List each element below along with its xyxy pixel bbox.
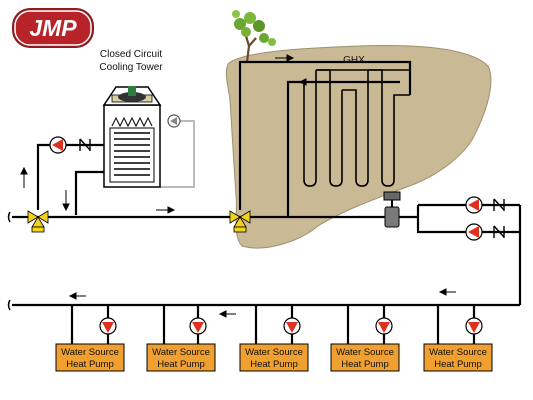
flow-arrows <box>20 54 456 318</box>
pipe-end-caps <box>7 211 11 311</box>
pipe-network <box>12 60 522 345</box>
main-check-valve-2-icon <box>493 225 505 238</box>
heat-pump-label-line2: Heat Pump <box>341 359 389 370</box>
arrow-left-icon <box>218 310 236 318</box>
main-check-valve-1-icon <box>493 198 505 211</box>
tree-icon <box>232 10 276 63</box>
heat-pump-unit: Water Source Heat Pump <box>330 317 400 372</box>
heat-pump-label-line1: Water Source <box>245 347 303 358</box>
cooling-tower-title-line2: Cooling Tower <box>99 62 163 73</box>
arrow-right-icon <box>275 54 295 62</box>
heat-pump-label-line2: Heat Pump <box>66 359 114 370</box>
heat-pump-label-line1: Water Source <box>61 347 119 358</box>
arrow-left-icon <box>68 292 86 300</box>
three-way-valve-right-icon <box>229 210 251 233</box>
arrow-right-icon <box>156 206 176 214</box>
tower-return-pipe <box>160 120 195 188</box>
ghx-label: GHX <box>343 55 365 66</box>
arrow-left-icon <box>438 288 456 296</box>
heat-pump-unit: Water Source Heat Pump <box>146 317 216 372</box>
arrow-left-icon <box>298 78 318 86</box>
arrow-up-icon <box>20 166 28 188</box>
heat-pump-unit: Water Source Heat Pump <box>423 317 493 372</box>
main-pump-2-icon <box>465 223 483 241</box>
logo-text: JMP <box>29 15 77 41</box>
spray-pump-icon <box>167 114 181 128</box>
cooling-tower-title-line1: Closed Circuit <box>100 49 162 60</box>
heat-pump-unit: Water Source Heat Pump <box>55 317 125 372</box>
ghx-loops <box>303 69 410 187</box>
tower-check-valve-icon <box>79 138 91 151</box>
heat-pump-unit: Water Source Heat Pump <box>239 317 309 372</box>
air-separator-icon <box>383 191 401 228</box>
heat-pump-label-line1: Water Source <box>336 347 394 358</box>
arrow-down-icon <box>62 190 70 212</box>
main-pump-1-icon <box>465 196 483 214</box>
heat-pump-label-line2: Heat Pump <box>157 359 205 370</box>
tower-pump-icon <box>49 136 67 154</box>
heat-pump-label-line2: Heat Pump <box>434 359 482 370</box>
heat-pump-label-line1: Water Source <box>152 347 210 358</box>
cooling-tower <box>102 86 162 188</box>
heat-pump-label-line2: Heat Pump <box>250 359 298 370</box>
three-way-valve-left-icon <box>27 210 49 233</box>
heat-pump-label-line1: Water Source <box>429 347 487 358</box>
jmp-logo: JMP <box>12 8 94 48</box>
